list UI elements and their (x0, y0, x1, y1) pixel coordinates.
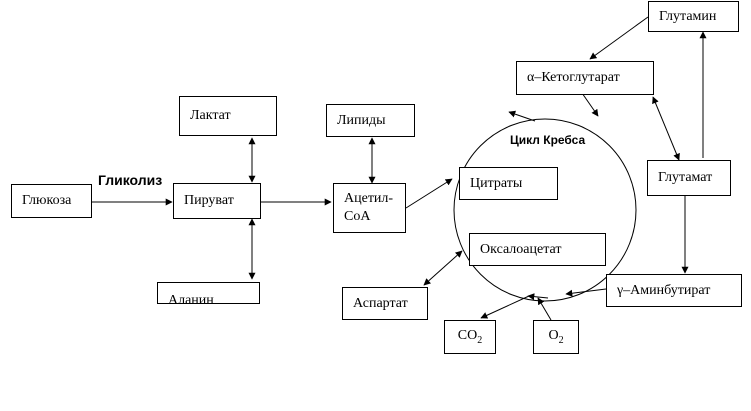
glutamate-node: Глутамат (647, 160, 731, 196)
lactate-node: Лактат (179, 96, 277, 136)
o2-label-main: O (548, 328, 559, 344)
arrow-aspartate-oxaloacetate (423, 250, 463, 286)
gaba-label: γ–Аминбутират (617, 282, 711, 298)
acetyl-coa-label-line2: CoA (344, 209, 371, 224)
alanine-label: Аланин (168, 293, 214, 304)
pyruvate-node: Пируват (173, 183, 261, 219)
acetyl-coa-node: Ацетил- CoA (333, 183, 406, 233)
co2-label-main: CO (457, 328, 478, 344)
pyruvate-label: Пируват (184, 193, 234, 208)
arrow-glutamine-ketoglutarate (589, 16, 649, 60)
lipids-label: Липиды (337, 112, 386, 128)
glucose-label: Глюкоза (22, 193, 72, 208)
gaba-node: γ–Аминбутират (606, 274, 742, 307)
glutamine-label: Глутамин (659, 8, 717, 24)
glucose-node: Глюкоза (11, 184, 92, 218)
oxaloacetate-node: Оксалоацетат (469, 233, 606, 266)
lipids-node: Липиды (326, 104, 415, 137)
co2-label-subscript: 2 (477, 334, 483, 346)
o2-label: O2 (548, 328, 563, 346)
lactate-label: Лактат (190, 108, 231, 123)
glycolysis-label: Гликолиз (98, 172, 163, 188)
citrates-label: Цитраты (470, 175, 523, 191)
arrow-ketoglutarate-cycle (581, 92, 599, 117)
arrow-gaba-cycle (565, 288, 607, 297)
alpha-ketoglutarate-node: α–Кетоглутарат (516, 61, 654, 95)
co2-label: CO2 (458, 328, 482, 346)
acetyl-coa-label-line1: Ацетил- (344, 191, 394, 206)
aspartate-label: Аспартат (353, 295, 408, 311)
glutamine-node: Глутамин (648, 1, 739, 32)
alpha-ketoglutarate-label: α–Кетоглутарат (527, 70, 620, 85)
arrow-acetylcoa-citrates (405, 178, 453, 209)
arrow-ketoglutarate-glutamate (652, 96, 680, 161)
cycle-arrowhead-top (508, 110, 536, 122)
co2-node: CO2 (444, 320, 496, 354)
o2-node: O2 (533, 320, 579, 354)
o2-label-subscript: 2 (558, 334, 564, 346)
arrow-cycle-co2 (480, 295, 530, 319)
cycle-arrowhead-bottom (527, 293, 549, 301)
alanine-node: Аланин (157, 282, 260, 304)
krebs-cycle-circle (453, 118, 637, 302)
oxaloacetate-label: Оксалоацетат (480, 241, 562, 257)
arrow-o2-cycle (537, 297, 552, 321)
aspartate-node: Аспартат (342, 287, 428, 320)
krebs-cycle-label: Цикл Кребса (510, 133, 586, 147)
glutamate-label: Глутамат (658, 170, 713, 185)
citrates-node: Цитраты (459, 167, 558, 200)
